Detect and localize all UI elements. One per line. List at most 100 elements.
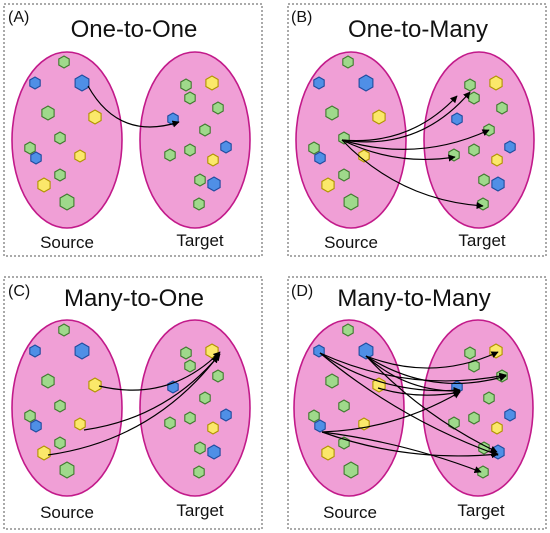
mapping-arrow	[321, 431, 499, 459]
green-hexagon-node	[448, 148, 460, 162]
mapping-arrow	[319, 352, 507, 382]
yellow-hexagon-node	[88, 377, 102, 393]
green-hexagon-node	[184, 411, 196, 425]
green-hexagon-node	[308, 141, 320, 155]
blue-hexagon-node	[207, 176, 221, 192]
green-hexagon-node	[342, 323, 354, 337]
panel-tag: (A)	[8, 9, 29, 26]
mapping-arrow	[341, 139, 456, 162]
yellow-hexagon-node	[491, 421, 503, 435]
green-hexagon-node	[184, 143, 196, 157]
mapping-arrow	[87, 85, 180, 128]
target-label: Target	[176, 231, 224, 250]
target-set	[139, 319, 251, 497]
green-hexagon-node	[54, 131, 66, 145]
green-hexagon-node	[41, 373, 55, 389]
green-hexagon-node	[448, 416, 460, 430]
green-hexagon-node	[54, 436, 66, 450]
blue-hexagon-node	[29, 76, 41, 90]
green-hexagon-node	[194, 173, 206, 187]
green-hexagon-node	[59, 461, 75, 479]
yellow-hexagon-node	[37, 445, 51, 461]
green-hexagon-node	[342, 55, 354, 69]
blue-hexagon-node	[451, 112, 463, 126]
green-hexagon-node	[164, 148, 176, 162]
blue-hexagon-node	[313, 76, 325, 90]
green-hexagon-node	[343, 461, 359, 479]
yellow-hexagon-node	[491, 153, 503, 167]
green-hexagon-node	[468, 143, 480, 157]
mapping-arrow	[341, 95, 458, 142]
blue-hexagon-node	[358, 342, 374, 360]
green-hexagon-node	[193, 465, 205, 479]
yellow-hexagon-node	[489, 75, 503, 91]
mapping-arrow	[365, 351, 499, 369]
blue-hexagon-node	[314, 151, 326, 165]
green-hexagon-node	[212, 101, 224, 115]
blue-hexagon-node	[491, 176, 505, 192]
target-label: Target	[458, 231, 506, 250]
green-hexagon-node	[308, 409, 320, 423]
mapping-arrow	[377, 387, 461, 397]
blue-hexagon-node	[29, 344, 41, 358]
green-hexagon-node	[212, 369, 224, 383]
yellow-hexagon-node	[88, 109, 102, 125]
mapping-arrow	[341, 139, 484, 210]
green-hexagon-node	[58, 323, 70, 337]
green-hexagon-node	[180, 78, 192, 92]
yellow-hexagon-node	[358, 149, 370, 163]
panel-one-to-many: (B) One-to-Many Source Target	[287, 3, 547, 257]
green-hexagon-node	[477, 197, 489, 211]
blue-hexagon-node	[358, 74, 374, 92]
panel-title: Many-to-One	[64, 285, 204, 312]
green-hexagon-node	[24, 409, 36, 423]
yellow-hexagon-node	[372, 109, 386, 125]
yellow-hexagon-node	[207, 421, 219, 435]
panel-title: One-to-One	[71, 16, 198, 43]
yellow-hexagon-node	[372, 377, 386, 393]
yellow-hexagon-node	[321, 445, 335, 461]
panel-tag: (D)	[291, 283, 313, 300]
blue-hexagon-node	[491, 444, 505, 460]
mapping-arrow	[341, 129, 490, 150]
source-label: Source	[324, 233, 378, 252]
blue-hexagon-node	[504, 140, 516, 154]
green-hexagon-node	[59, 193, 75, 211]
green-hexagon-node	[464, 346, 476, 360]
panel-tag: (C)	[8, 283, 30, 300]
green-hexagon-node	[325, 105, 339, 121]
mapping-arrow	[98, 351, 221, 391]
panel-many-to-one: (C) Many-to-One Source Target	[3, 276, 263, 530]
blue-hexagon-node	[220, 140, 232, 154]
target-label: Target	[457, 501, 505, 520]
panel-title: Many-to-Many	[337, 285, 490, 312]
green-hexagon-node	[180, 346, 192, 360]
blue-hexagon-node	[504, 408, 516, 422]
blue-hexagon-node	[314, 419, 326, 433]
green-hexagon-node	[496, 101, 508, 115]
source-label: Source	[40, 503, 94, 522]
green-hexagon-node	[483, 391, 495, 405]
mapping-arrow	[365, 355, 498, 453]
green-hexagon-node	[338, 399, 350, 413]
panel-one-to-one: (A) One-to-One Source Target	[3, 3, 263, 257]
blue-hexagon-node	[74, 74, 90, 92]
blue-hexagon-node	[220, 408, 232, 422]
green-hexagon-node	[41, 105, 55, 121]
green-hexagon-node	[338, 168, 350, 182]
green-hexagon-node	[164, 416, 176, 430]
green-hexagon-node	[478, 173, 490, 187]
mapping-arrow	[83, 353, 221, 431]
source-label: Source	[40, 233, 94, 252]
mapping-arrow	[341, 91, 471, 143]
yellow-hexagon-node	[321, 177, 335, 193]
green-hexagon-node	[199, 391, 211, 405]
yellow-hexagon-node	[74, 417, 86, 431]
mapping-arrow	[47, 355, 219, 456]
yellow-hexagon-node	[74, 149, 86, 163]
target-label: Target	[176, 501, 224, 520]
green-hexagon-node	[343, 193, 359, 211]
mapping-arrow	[365, 355, 507, 384]
panel-title: One-to-Many	[348, 16, 488, 43]
green-hexagon-node	[24, 141, 36, 155]
